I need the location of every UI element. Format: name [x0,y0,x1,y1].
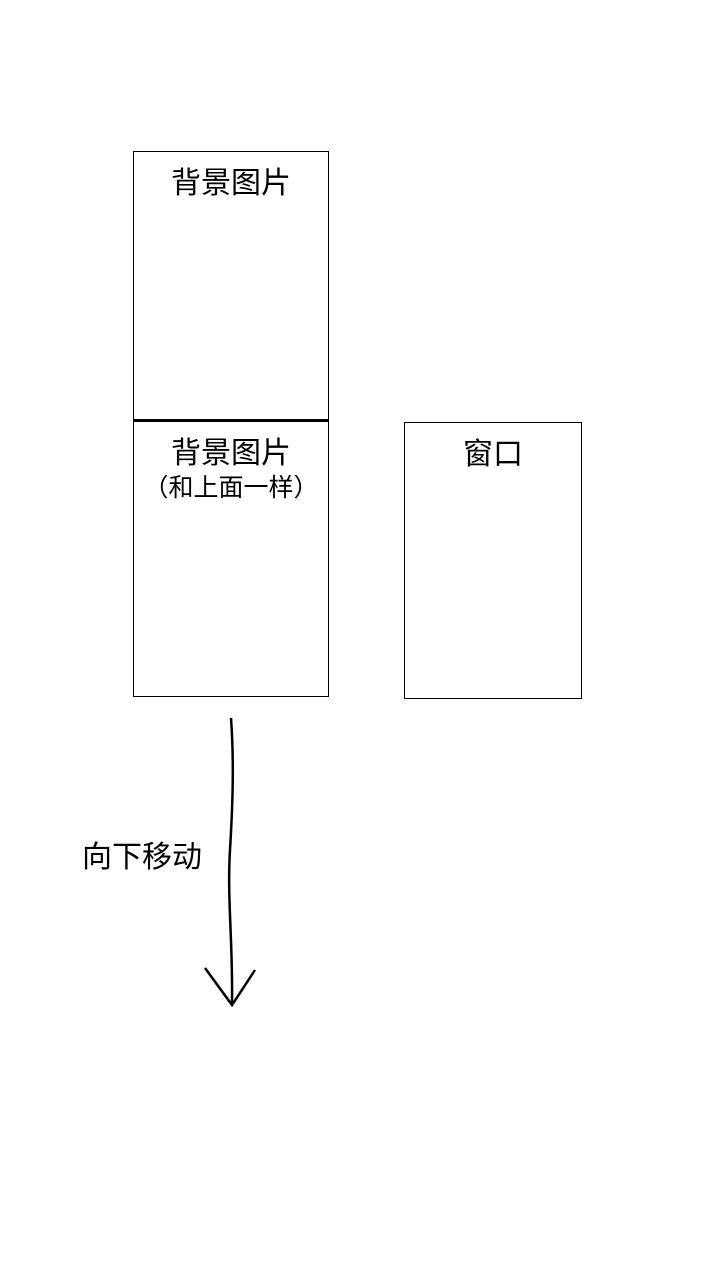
arrow-label: 向下移动 [82,840,202,875]
arrow-shaft [227,717,235,1006]
window-title: 窗口 [463,437,523,472]
arrow-head [203,967,257,1008]
background-bottom-note: （和上面一样） [143,473,319,502]
background-image-top-box: 背景图片 [133,151,329,420]
background-top-title: 背景图片 [171,166,291,201]
window-box: 窗口 [404,422,582,699]
background-image-bottom-box: 背景图片 （和上面一样） [133,419,329,697]
background-bottom-title: 背景图片 [171,436,291,471]
